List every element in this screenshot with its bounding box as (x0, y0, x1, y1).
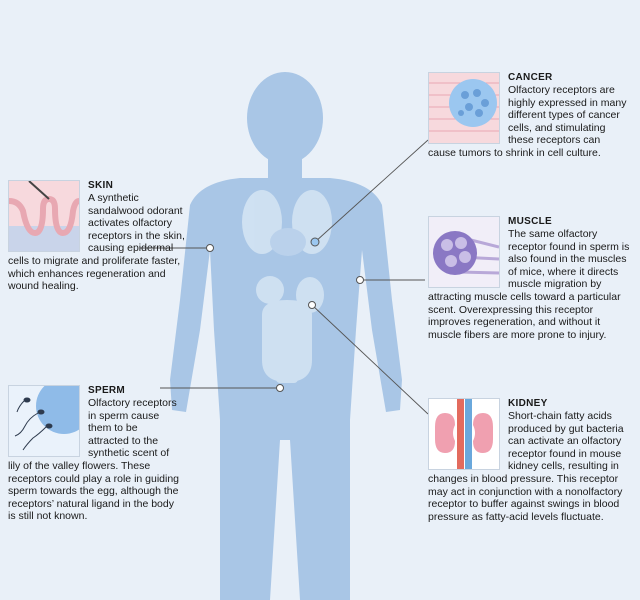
leader-lines (140, 139, 429, 415)
muscle-panel: MUSCLE The same olfactory receptor found… (428, 216, 630, 341)
kidney-thumbnail (428, 398, 500, 470)
kidney-panel: KIDNEY Short-chain fatty acids produced … (428, 398, 630, 523)
sperm-thumbnail (8, 385, 80, 457)
kidney-text: Short-chain fatty acids produced by gut … (428, 410, 624, 523)
cancer-panel: CANCER Olfactory receptors are highly ex… (428, 72, 630, 160)
cancer-text: Olfactory receptors are highly expressed… (428, 84, 627, 159)
skin-panel: SKIN A synthetic sandalwood odorant acti… (8, 180, 190, 293)
cancer-title: CANCER (508, 72, 553, 83)
muscle-thumbnail (428, 216, 500, 288)
human-silhouette (170, 72, 402, 600)
muscle-title: MUSCLE (508, 216, 553, 227)
leader-dots (206, 237, 364, 392)
muscle-text: The same olfactory receptor found in spe… (428, 228, 630, 341)
kidney-title: KIDNEY (508, 398, 548, 409)
sperm-text: Olfactory receptors in sperm cause them … (8, 397, 180, 523)
organs (242, 190, 332, 383)
sperm-panel: SPERM Olfactory receptors in sperm cause… (8, 385, 180, 523)
sperm-title: SPERM (88, 385, 126, 396)
skin-title: SKIN (88, 180, 114, 191)
skin-text: A synthetic sandalwood odorant activates… (8, 192, 185, 293)
cancer-thumbnail (428, 72, 500, 144)
skin-thumbnail (8, 180, 80, 252)
